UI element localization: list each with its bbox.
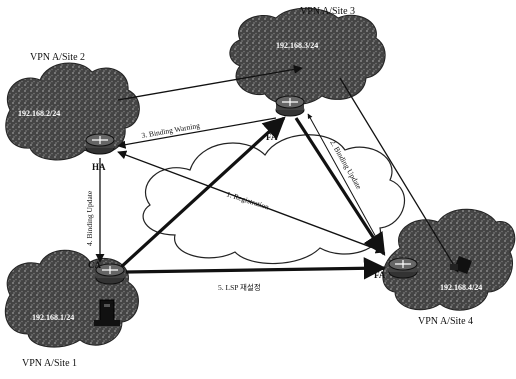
link-site2-site3 [117,64,303,101]
site2-title: VPN A/Site 2 [30,52,85,63]
site1-title: VPN A/Site 1 [22,358,77,369]
lsp-ca-fa-top [118,116,286,270]
binding-warning-arrow [117,117,277,149]
site-links [95,64,459,273]
binding-update-ca-label: 4. Binding Update [85,190,94,246]
router-icon [282,98,298,106]
ca-label: CA [88,260,101,270]
lsp-label: 5. LSP 재설정 [218,282,261,292]
fa-right-label: FA [374,270,386,280]
binding-update-fa-arrow [307,113,383,249]
router-icon [92,136,108,144]
registration-arrow [117,150,385,254]
site4-cloud [382,208,516,311]
site3-subnet: 192.168.3/24 [276,41,318,50]
router-fa-top [275,95,305,117]
router-ha [85,133,115,155]
mobile-host-icon [450,256,472,274]
site4-title: VPN A/Site 4 [418,316,473,327]
router-icon [395,260,411,268]
lsp-links [118,108,387,280]
site3-cloud [229,7,386,106]
site3-title: VPN A/Site 3 [300,6,355,17]
core-cloud [142,134,406,265]
link-site3-site4 [339,77,459,273]
lsp-fa-top-fa-right [294,117,386,256]
mobile-host-icon [94,299,120,326]
site1-subnet: 192.168.1/24 [32,313,74,322]
site2-subnet: 192.168.2/24 [18,109,60,118]
router-ca [95,263,125,285]
router-fa-right [388,257,418,279]
router-icon [102,266,118,274]
site4-subnet: 192.168.4/24 [440,283,482,292]
ha-label: HA [92,162,106,172]
lsp-ca-fa-right [125,257,387,280]
fa-top-label: FA [266,132,278,142]
